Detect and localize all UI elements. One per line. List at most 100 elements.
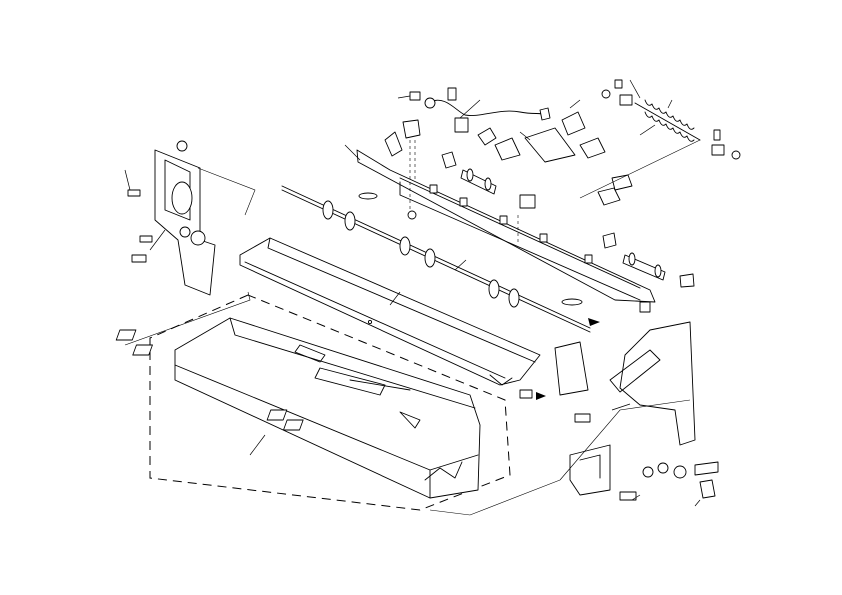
left-screw-low <box>131 254 147 263</box>
spring-clip-left <box>358 192 378 200</box>
guide-plate-top-edge <box>229 317 476 409</box>
roller-right-1 <box>628 252 636 266</box>
guide-bar-tab-2 <box>459 197 468 207</box>
wire-harness <box>429 99 546 117</box>
e-ring-right <box>731 150 741 160</box>
leader-guide-bar <box>344 144 361 161</box>
bushing-spring-right <box>711 144 725 156</box>
roller-small-2 <box>484 177 492 191</box>
upper-guide-bar <box>344 144 656 326</box>
right-washer-a <box>642 466 654 478</box>
leader-left-screw <box>124 169 131 191</box>
right-screw-a <box>519 389 533 399</box>
gear-part <box>454 117 469 133</box>
harness-connector-left <box>424 97 436 109</box>
guide-bar-tab-5 <box>584 254 593 264</box>
bushing-right-end <box>679 273 695 288</box>
outline-bottom <box>429 479 561 516</box>
actuator-sensor <box>561 111 586 136</box>
paper-guide-tray <box>239 237 541 386</box>
leader-gear <box>459 99 481 119</box>
roller-1 <box>322 200 334 220</box>
guide-tab <box>399 411 421 429</box>
leader-lower-plate <box>249 434 266 456</box>
guide-bracket-1 <box>294 344 326 363</box>
roller-6 <box>508 288 520 308</box>
sensor-connector <box>447 87 457 101</box>
left-side-frame <box>124 140 256 296</box>
guide-window <box>314 367 386 396</box>
guide-bar-channel <box>399 177 641 289</box>
leader-actuator <box>519 131 531 141</box>
guide-rib <box>349 379 411 391</box>
compression-spring-back <box>644 111 695 142</box>
mount-screw-guide-bar <box>407 210 417 220</box>
arrow-marker-right <box>588 318 600 326</box>
right-washer-b <box>657 462 669 474</box>
bracket-left-b <box>402 119 421 139</box>
right-screw-c <box>639 301 651 313</box>
right-lower-bracket-detail <box>579 454 601 479</box>
lower-guide-plate-assembly <box>115 294 511 511</box>
left-frame-window <box>164 159 191 221</box>
spring-small-right <box>713 129 721 141</box>
roller-right-2 <box>654 264 662 278</box>
left-gear <box>190 230 206 246</box>
tray-top-rim <box>267 237 536 363</box>
bushing-mid <box>519 194 536 209</box>
leader-shaft <box>454 259 467 271</box>
guide-bar-body <box>356 149 656 303</box>
roller-3 <box>399 236 411 256</box>
left-frame-plate <box>154 149 216 296</box>
left-bushing <box>179 226 191 238</box>
roller-small-1 <box>466 168 474 182</box>
right-gear-bushing <box>699 479 716 499</box>
guide-slot-4 <box>283 419 304 431</box>
feed-roller-shaft <box>281 185 591 333</box>
guide-plate-body <box>174 317 481 499</box>
roller-5 <box>488 279 500 299</box>
sensor-bracket-a <box>477 127 497 146</box>
top-small-parts <box>384 87 606 220</box>
right-frame-bracket <box>554 341 589 396</box>
spring-roller-assembly <box>601 79 741 160</box>
right-frame-plate <box>619 321 696 446</box>
sensor-bracket-b <box>494 137 521 161</box>
leader-right-bottom <box>631 494 641 501</box>
guide-flange <box>424 461 463 481</box>
holder-right <box>597 187 621 206</box>
tray-end-tab <box>489 374 513 386</box>
left-screw-side <box>127 189 141 197</box>
bushing-left <box>441 151 457 169</box>
right-mid-parts <box>579 124 701 288</box>
outline-right-top <box>579 139 701 199</box>
tray-hole <box>367 319 373 325</box>
harness-connector-right <box>539 107 551 121</box>
top-screw <box>409 91 421 101</box>
assembly-boundary-dashed <box>149 294 511 511</box>
leader-right-clip <box>639 124 656 136</box>
roller-2 <box>344 211 356 231</box>
bushing-right <box>602 232 617 249</box>
guide-slot-1 <box>115 329 137 341</box>
spring-clip-right <box>561 298 583 306</box>
guide-bar-lower-edge <box>399 181 641 301</box>
left-screw-mid <box>139 235 153 243</box>
leader-left-gear <box>149 229 166 251</box>
guide-slot-3 <box>266 409 288 421</box>
actuator-plate <box>524 127 576 163</box>
bushing-spring-left <box>619 94 633 106</box>
guide-slot-2 <box>132 344 153 356</box>
arrow-marker-lower <box>536 392 546 400</box>
spring-small-left <box>614 79 623 89</box>
right-long-screw <box>694 461 719 476</box>
right-screw-b <box>574 413 591 423</box>
leader-tray <box>389 291 401 306</box>
roller-4 <box>424 248 436 268</box>
outline-right-frame <box>559 399 691 481</box>
guide-bar-tab-4 <box>539 233 548 243</box>
bracket-left-a <box>384 131 403 157</box>
right-side-frame <box>519 301 719 507</box>
